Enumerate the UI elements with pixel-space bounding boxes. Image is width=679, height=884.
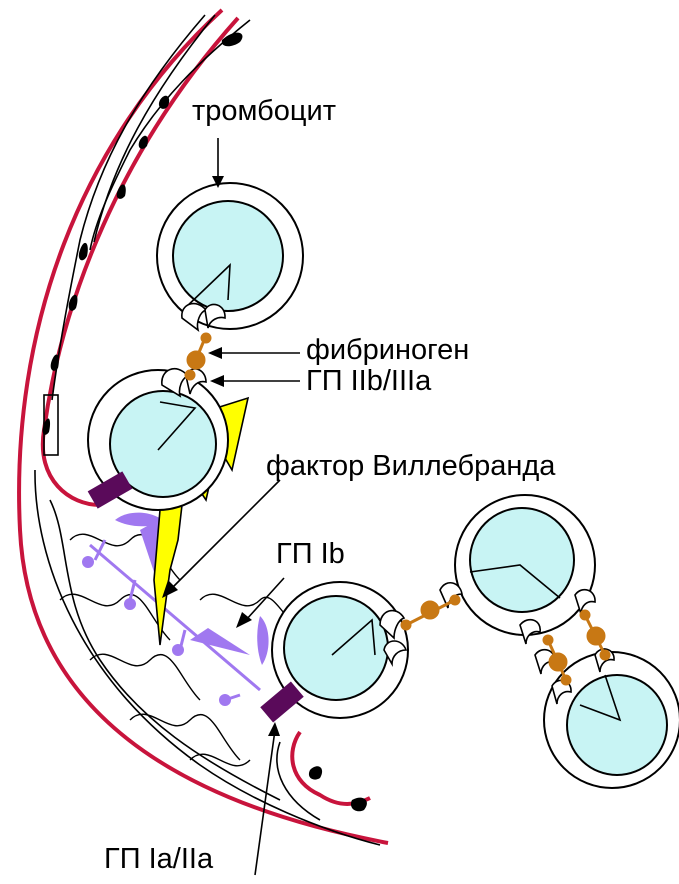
- gp-ia-iia-receptors: [88, 471, 304, 722]
- label-gp-ib: ГП Ib: [276, 540, 345, 569]
- platelet-1: [157, 183, 303, 329]
- label-fibrinogen: фибриноген: [306, 336, 469, 365]
- platelet-4: [455, 495, 595, 635]
- vessel-lower-red-line: [292, 732, 370, 804]
- platelet-5: [544, 652, 679, 788]
- label-gp-iib-iiia: ГП IIb/IIIa: [306, 367, 431, 396]
- label-gp-ia-iia: ГП Ia/IIa: [104, 845, 213, 874]
- label-platelet: тромбоцит: [192, 97, 336, 126]
- label-von-willebrand: фактор Виллебранда: [266, 452, 555, 481]
